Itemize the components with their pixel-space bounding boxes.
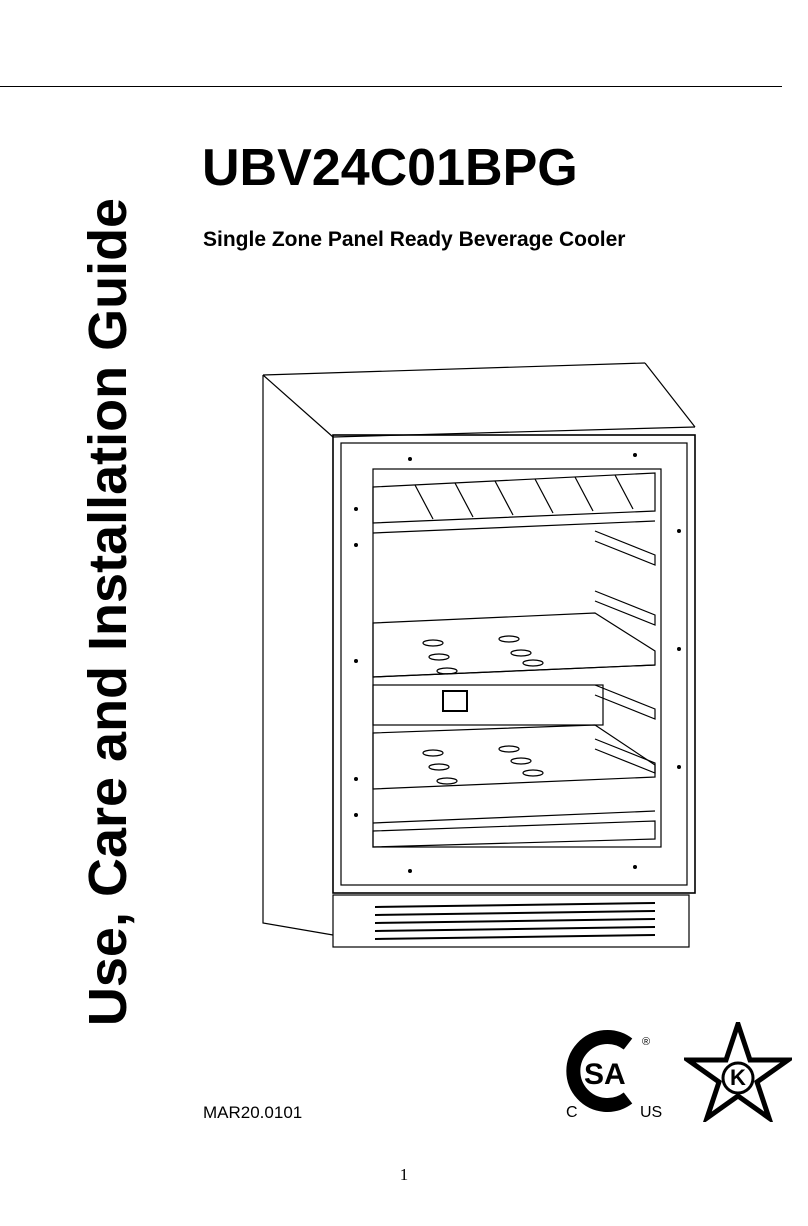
product-subtitle: Single Zone Panel Ready Beverage Cooler — [203, 228, 626, 251]
registered-mark: ® — [642, 1036, 651, 1048]
document-code: MAR20.0101 — [203, 1103, 303, 1122]
model-number: UBV24C01BPG — [202, 139, 578, 197]
kosher-k-letter: K — [730, 1065, 746, 1090]
header-rule — [0, 86, 782, 87]
csa-certification-mark: SA ® C US — [556, 1022, 676, 1124]
page-number: 1 — [399, 1165, 409, 1184]
csa-us-label: US — [640, 1104, 663, 1121]
svg-text:SA: SA — [584, 1058, 626, 1091]
csa-c-label: C — [566, 1104, 578, 1121]
beverage-cooler-illustration — [255, 355, 705, 955]
guide-title-vertical: Use, Care and Installation Guide — [78, 197, 138, 1027]
star-k-kosher-mark: K — [680, 1016, 796, 1125]
